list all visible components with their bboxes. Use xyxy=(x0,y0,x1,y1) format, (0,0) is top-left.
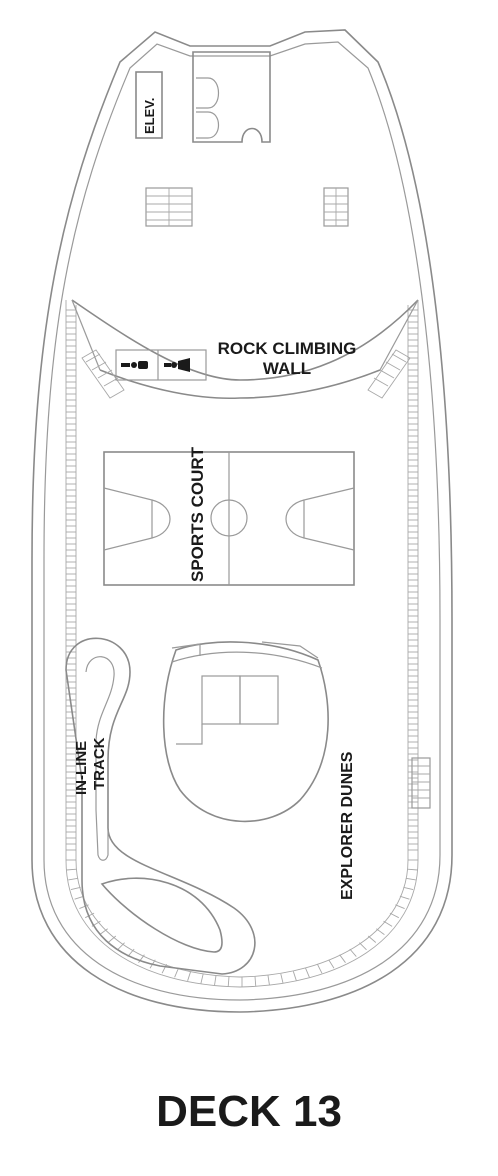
railing-tick xyxy=(339,954,346,963)
inline-track-ellipse xyxy=(100,877,223,953)
railing-tick xyxy=(214,975,217,986)
railing-tick xyxy=(367,935,377,943)
rock-wall-side-right xyxy=(379,299,419,371)
explorer-dunes-step xyxy=(176,724,203,745)
explorer-dunes-back xyxy=(171,641,319,659)
railing-tick xyxy=(267,975,270,986)
railing-tick xyxy=(292,971,297,981)
explorer-dunes-block-1 xyxy=(201,675,241,725)
elevator-label: ELEV. xyxy=(142,98,157,134)
forward-stair-block xyxy=(192,51,271,143)
stairs-right-hatch xyxy=(367,349,411,399)
rock-climbing-wall-lower-arc xyxy=(99,369,381,400)
forward-stair-curve-top xyxy=(196,77,220,109)
deck-title: DECK 13 xyxy=(156,1087,342,1136)
explorer-dunes-block-2 xyxy=(239,675,279,725)
rock-climbing-label-line1: ROCK CLIMBING xyxy=(218,339,357,358)
vent-left xyxy=(145,187,193,227)
railing-tick xyxy=(399,895,410,900)
hull-inner xyxy=(43,41,441,1001)
explorer-dunes-rim xyxy=(171,651,323,669)
railing-tick xyxy=(107,935,117,943)
sports-court xyxy=(103,451,355,586)
railing-tick xyxy=(66,868,77,871)
explorer-dunes-label: EXPLORER DUNES xyxy=(339,751,356,900)
inline-track-label-line2: TRACK xyxy=(91,737,108,790)
rock-climbing-label-line2: WALL xyxy=(263,359,311,378)
railing-tick xyxy=(79,904,89,910)
inline-track-inner xyxy=(85,656,115,810)
stairs-left-hatch xyxy=(81,349,125,399)
railing-tick xyxy=(138,954,145,963)
rock-climbing-wall-arc xyxy=(71,299,419,381)
railing-tick xyxy=(84,912,95,919)
railing-tick xyxy=(316,963,323,974)
railing-band-inner xyxy=(75,305,409,978)
inline-track-label-line1: IN-LINE xyxy=(73,741,90,795)
restroom-female-icon xyxy=(164,358,190,372)
railing-tick xyxy=(70,886,81,891)
forward-stair-curve-bottom xyxy=(196,111,220,139)
vent-aft-right xyxy=(411,757,431,809)
railing-tick xyxy=(376,928,385,935)
railing-tick xyxy=(254,976,257,987)
inline-track-loop xyxy=(95,809,109,861)
railing-tick xyxy=(383,920,393,927)
railing-tick xyxy=(305,967,310,978)
railing-tick xyxy=(389,912,400,919)
railing-tick xyxy=(395,904,405,910)
railing-tick xyxy=(200,973,204,984)
vent-right xyxy=(323,187,349,227)
railing-tick xyxy=(359,942,367,951)
sports-court-label: SPORTS COURT xyxy=(188,446,207,582)
railing-tick xyxy=(349,948,357,957)
railing-ticks xyxy=(66,309,418,987)
explorer-dunes-outline xyxy=(162,641,329,823)
railing-tick xyxy=(407,868,418,871)
railing-tick xyxy=(328,959,335,969)
railing-tick xyxy=(280,973,284,984)
inline-track-outer xyxy=(65,637,256,975)
railing-tick xyxy=(161,963,168,974)
rock-wall-side-left xyxy=(71,299,101,371)
railing-tick xyxy=(117,942,125,951)
railing-tick xyxy=(405,877,416,881)
restroom-male-icon xyxy=(121,361,148,369)
railing-tick xyxy=(227,976,230,987)
railing-tick xyxy=(99,928,108,935)
railing-tick xyxy=(174,967,179,978)
elevator-box xyxy=(135,71,163,139)
hull-outer xyxy=(31,29,453,1013)
railing-tick xyxy=(403,886,414,891)
restroom-box xyxy=(115,349,207,381)
railing-band xyxy=(65,300,419,988)
railing-tick xyxy=(68,877,79,881)
railing-tick xyxy=(187,971,192,981)
